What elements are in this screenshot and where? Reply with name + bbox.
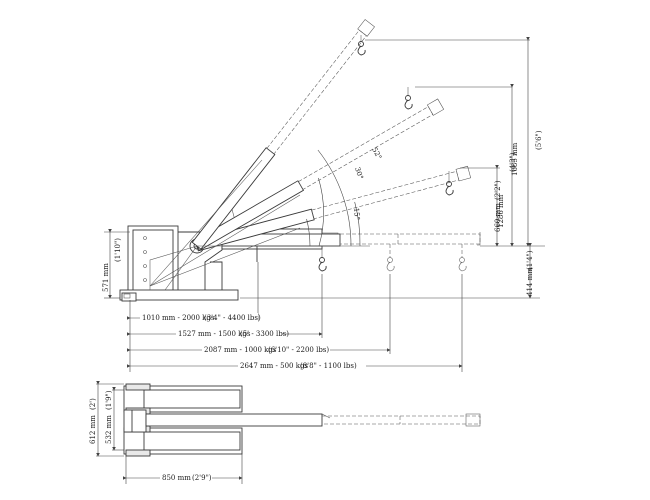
ram-line-2 [149,194,301,287]
top-length-850-imperial: (2'9") [192,474,212,482]
height-660-imperial: (2'2") [494,180,502,200]
hook-52deg [357,35,366,56]
hook-1 [318,246,327,272]
height-414-imperial: (1'4") [526,250,534,270]
boom-30deg [193,98,445,251]
reach-1010: 1010 mm - 2000 kgs [142,314,215,322]
angle-label-30: 30° [353,166,364,180]
reach-1010-imperial: (3'4" - 4400 lbs) [204,314,261,322]
top-width-612-imperial: (2') [89,398,97,410]
reach-2087: 2087 mm - 1000 kgs [204,346,277,354]
reach-1527-imperial: (5' - 3300 lbs) [240,330,289,338]
reach-1527: 1527 mm - 1500 kgs [178,330,251,338]
top-width-532: 532 mm [105,415,113,444]
boom-52deg [191,19,375,250]
reach-2647: 2647 mm - 500 kgs [240,362,308,370]
height-1286-imperial: (4'3") [509,152,517,172]
side-view: 52° 30° 15° 1685 mm (5'6") 1286 mm (4'3"… [102,19,545,372]
top-cross-member [123,409,147,433]
base-height-571: 571 mm [102,263,110,292]
height-1286: 1286 mm [497,194,505,228]
reach-2647-imperial: (8'8" - 1100 lbs) [300,362,357,370]
wheel-upper [125,383,151,391]
hook-30deg [404,87,413,110]
ram-line-1 [149,159,263,287]
top-length-850: 850 mm [162,474,191,482]
height-660: 660 mm [494,203,502,232]
base-height-571-imperial: (1'10") [114,238,122,262]
top-view: 612 mm (2') 532 mm (1'9") 850 mm (2'9") [89,381,481,484]
top-width-612: 612 mm [89,415,97,444]
reach-2087-imperial: (6'10" - 2200 lbs) [268,346,329,354]
ram-line-3 [149,227,301,287]
hook-3 [458,244,467,272]
hook-2 [386,244,395,272]
angle-label-52: 52° [370,146,383,161]
height-1685: 1685 mm [511,142,519,176]
height-414: 414 mm [526,267,534,296]
hook-15deg [445,171,454,196]
top-boom [145,413,323,427]
height-1685-imperial: (5'6") [535,130,543,150]
angle-arcs [197,149,370,247]
angle-label-15: 15° [352,207,361,220]
top-width-532-imperial: (1'9") [105,390,113,410]
